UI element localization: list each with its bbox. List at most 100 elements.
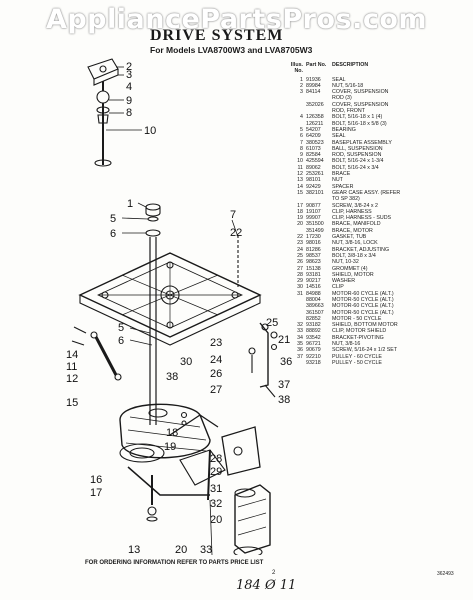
legend-description: PULLEY - 60 CYCLE <box>332 353 382 360</box>
callout-29: 29 <box>210 466 222 478</box>
legend-description: BALL, SUSPENSION <box>332 145 383 152</box>
legend-description: BRACE, MANIFOLD <box>332 221 381 228</box>
legend-part-no: 93542 <box>306 334 321 341</box>
callout-33: 33 <box>200 544 212 555</box>
legend-header-description: DESCRIPTION <box>332 62 369 68</box>
legend-description: CLIP, MOTOR SHIELD <box>332 328 387 335</box>
legend-illus-no: 22 <box>297 234 303 241</box>
callout-22: 22 <box>230 227 242 239</box>
callout-37b: 38 <box>278 394 290 406</box>
legend-header-illus: Illus. No. <box>290 62 303 75</box>
callout-3: 3 <box>126 69 132 81</box>
legend-illus-no: 27 <box>297 265 303 272</box>
page-title: DRIVE SYSTEM <box>150 27 284 44</box>
callout-27: 27 <box>210 384 222 396</box>
callout-20: 20 <box>210 514 222 526</box>
legend-description: PULLEY - 50 CYCLE <box>332 359 382 366</box>
legend-description: COVER, SUSPENSION <box>332 101 389 108</box>
legend-description: NUT, 3/8-16, LOCK <box>332 240 378 247</box>
legend-description: GROMMET (4) <box>332 265 368 272</box>
legend-illus-no: 33 <box>297 328 303 335</box>
callout-17: 17 <box>90 487 102 499</box>
legend-description: GEAR CASE ASSY. (REFER <box>332 189 401 196</box>
legend-part-no: 361507 <box>306 309 324 316</box>
callout-5: 5 <box>110 213 116 225</box>
callout-32: 32 <box>210 498 222 510</box>
legend-description: SPACER <box>332 183 354 190</box>
callout-37: 38 <box>166 371 178 383</box>
legend-part-no: 126358 <box>306 114 324 121</box>
legend-illus-no: 26 <box>297 259 303 266</box>
legend-illus-no: 32 <box>297 322 303 329</box>
legend-illus-no: 2 <box>300 82 303 89</box>
legend-description: NUT, 5/16-18 <box>332 82 364 89</box>
legend-part-no: 351499 <box>306 227 324 234</box>
exploded-diagram: 2 3 4 9 8 10 1 5 6 7 22 5 6 14 11 12 15 … <box>66 58 292 555</box>
legend-part-no: 64209 <box>306 133 321 140</box>
legend-illus-no: 31 <box>297 290 303 297</box>
legend-part-no: 90877 <box>306 202 321 209</box>
callout-23: 23 <box>210 337 222 349</box>
legend-part-no: 88004 <box>306 296 321 303</box>
legend-illus-no: 1 <box>300 76 303 83</box>
legend-description: BOLT, 3/8-18 x 3/4 <box>332 252 376 259</box>
legend-description: MOTOR-60 CYCLE (ALT.) <box>332 303 394 310</box>
legend-part-no: 15138 <box>306 265 321 272</box>
legend-part-no: 91936 <box>306 76 321 83</box>
legend-part-no: 82852 <box>306 315 321 322</box>
legend-illus-no: 4 <box>300 114 303 121</box>
legend-row: ROD (3) <box>284 95 469 101</box>
legend-description: COVER, SUSPENSION <box>332 89 389 96</box>
handwritten-note: 184 Ø 11 <box>236 578 297 593</box>
legend-description: GASKET, TUB <box>332 234 367 241</box>
legend-illus-no: 37 <box>297 353 303 360</box>
callout-21: 21 <box>278 334 290 346</box>
callout-5b: 5 <box>118 322 124 334</box>
legend-part-no: 82584 <box>306 152 321 159</box>
legend-description: TO SP 382) <box>332 196 360 203</box>
legend-part-no: 84988 <box>306 290 321 297</box>
legend-description: SHIELD, MOTOR <box>332 271 374 278</box>
legend-part-no: 99907 <box>306 215 321 222</box>
callout-36: 37 <box>278 379 290 391</box>
legend-description: SEAL <box>332 76 346 83</box>
legend-illus-no: 34 <box>297 334 303 341</box>
legend-illus-no: 30 <box>297 284 303 291</box>
callout-20b: 20 <box>175 544 187 555</box>
callout-28: 28 <box>210 453 222 465</box>
page-number: 2 <box>272 570 276 576</box>
legend-part-no: 98101 <box>306 177 321 184</box>
legend-description: SCREW, 3/8-24 x 2 <box>332 202 378 209</box>
legend-description: BEARING <box>332 126 356 133</box>
legend-illus-no: 8 <box>300 145 303 152</box>
legend-illus-no: 20 <box>297 221 303 228</box>
callout-10: 10 <box>144 125 156 137</box>
legend-illus-no: 17 <box>297 202 303 209</box>
callout-9: 9 <box>126 95 132 107</box>
page-subtitle: For Models LVA8700W3 and LVA8705W3 <box>150 45 313 55</box>
legend-description: BRACE, MOTOR <box>332 227 373 234</box>
legend-part-no: 54207 <box>306 126 321 133</box>
legend-illus-no: 35 <box>297 341 303 348</box>
callout-12: 12 <box>66 373 78 385</box>
